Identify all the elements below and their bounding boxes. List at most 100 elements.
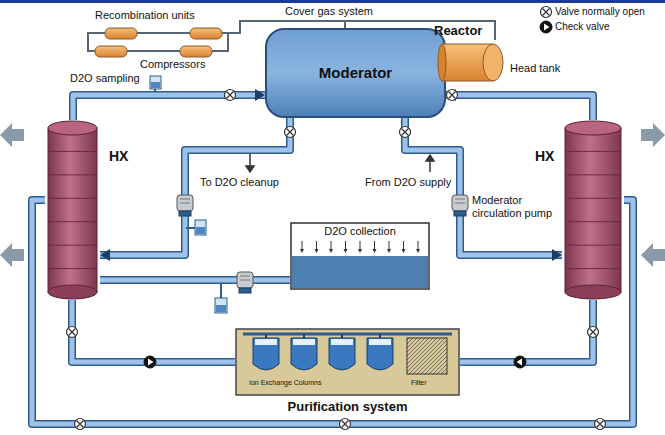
hx-end <box>48 121 97 135</box>
arrow-head <box>552 249 562 261</box>
drawing-part <box>246 166 254 172</box>
node-text: D2O collection <box>290 225 430 238</box>
valve-normally-open <box>400 127 411 138</box>
hx-band <box>48 198 97 199</box>
node-outline <box>562 120 624 300</box>
drip-arrow <box>402 249 406 253</box>
valve-cross <box>227 92 234 99</box>
hx-shell <box>48 128 97 292</box>
drawing-part <box>216 305 226 312</box>
drip-arrow <box>345 241 346 250</box>
pipe-bore <box>73 95 265 120</box>
drip-arrow <box>344 249 348 253</box>
valve-normally-open <box>285 127 296 138</box>
ion-exchange-column <box>253 338 279 370</box>
drawing-part <box>196 227 205 234</box>
drawing-part <box>32 200 633 424</box>
hx-shell <box>565 128 621 292</box>
pump-label: Moderator circulation pump <box>472 194 560 219</box>
pump-rib <box>180 203 190 204</box>
check-valve <box>514 356 526 368</box>
drip-arrow <box>360 241 361 250</box>
drawing-part <box>180 46 212 57</box>
check-valve <box>144 356 156 368</box>
pipe-wall <box>100 118 290 255</box>
drawing-part <box>127 50 180 52</box>
valve-normally-open <box>588 327 599 338</box>
valve-cross <box>449 92 456 99</box>
sample-bottle <box>150 76 227 313</box>
filter-element <box>407 338 447 374</box>
drip-arrow <box>374 241 375 250</box>
node-text: Moderator <box>265 28 446 118</box>
arrow-head <box>255 89 265 101</box>
valve-normally-open <box>447 90 458 101</box>
drip-arrow <box>416 249 420 253</box>
drawing-part <box>426 155 434 161</box>
hx-band <box>48 221 97 222</box>
pipe-connector <box>73 89 265 120</box>
outer-pipe <box>32 200 633 424</box>
drip-arrow <box>358 249 362 253</box>
drip-arrow <box>315 249 319 253</box>
pipe-wall <box>73 95 265 120</box>
drip-arrow <box>418 241 419 250</box>
column-top <box>331 339 353 345</box>
valve-cross <box>402 129 409 136</box>
check-valve-arrow <box>517 359 523 366</box>
column-pipe <box>341 334 343 338</box>
pipe-bore <box>72 300 235 362</box>
reactor-label: Reactor <box>434 24 482 39</box>
drip-arrow <box>373 249 377 253</box>
column-pipe <box>303 334 305 338</box>
valve-normally-open <box>340 419 351 430</box>
top-frame <box>0 0 665 3</box>
tank-end <box>438 44 446 81</box>
hx-band <box>48 268 97 269</box>
drawing-part <box>151 82 160 88</box>
valve-normally-open <box>67 327 78 338</box>
column-pipe <box>265 334 267 338</box>
hx-band <box>565 268 621 269</box>
pump-body <box>452 195 468 211</box>
drawing-part <box>0 243 24 267</box>
drawing-part <box>641 243 665 267</box>
valve-cross <box>77 421 84 428</box>
column-top <box>369 339 391 345</box>
sampling-label: D2O sampling <box>70 72 140 85</box>
drawing-part <box>150 76 161 89</box>
column-pipe <box>379 334 381 338</box>
drip-arrow <box>316 241 317 250</box>
valve-normally-open <box>541 7 552 18</box>
drip-arrow <box>302 241 303 250</box>
arrow-head <box>100 249 110 261</box>
legend-text: Check valve <box>555 21 609 33</box>
system-label: Cover gas system <box>285 5 373 18</box>
pump-body <box>177 195 193 211</box>
drawing-part <box>32 200 633 424</box>
node-text: Head tank <box>510 62 560 75</box>
hx-band <box>48 245 97 246</box>
drawing-part <box>190 28 222 39</box>
hx-band <box>565 198 621 199</box>
node-outline <box>440 40 505 85</box>
moderator-tank: Moderator <box>265 28 446 118</box>
node-text: Filter <box>411 379 427 387</box>
drip-arrow <box>389 241 390 250</box>
drip-arrow <box>387 249 391 253</box>
drawing-part <box>344 21 346 28</box>
pipe-wall <box>72 300 235 362</box>
drawing-part <box>195 220 206 235</box>
pipe-wall <box>100 276 290 284</box>
pipe-connector <box>100 118 290 261</box>
pump-rib <box>180 199 190 200</box>
pipe-bore <box>100 278 290 283</box>
water <box>292 256 428 288</box>
unit-label: Recombination units <box>95 9 195 22</box>
head-tank: Head tank <box>440 40 505 85</box>
hx-band <box>48 151 97 152</box>
node-text: HX <box>535 148 554 164</box>
drawing-part <box>220 284 222 298</box>
valve-normally-open <box>595 419 606 430</box>
